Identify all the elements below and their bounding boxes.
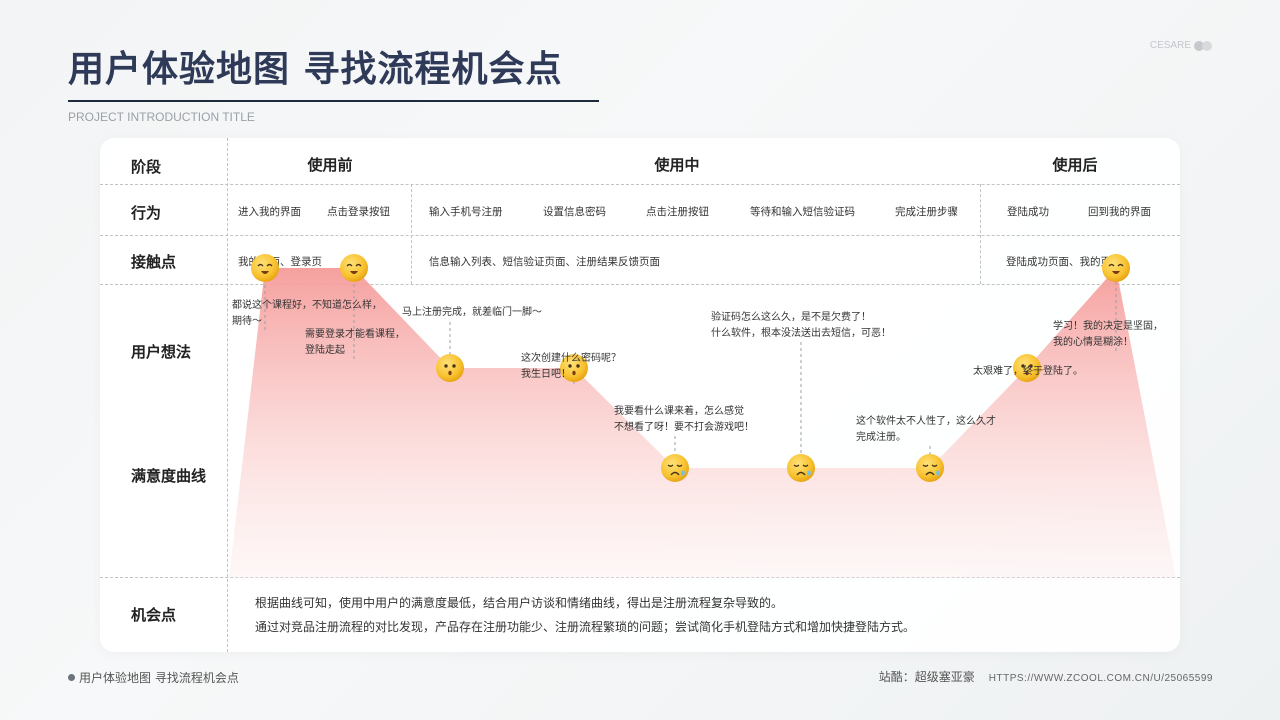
action-item: 点击注册按钮	[646, 206, 709, 218]
emoji-feature	[576, 364, 580, 368]
emoji-neutral-icon	[1013, 354, 1041, 382]
emoji-feature	[1117, 263, 1124, 267]
emoji-feature	[676, 464, 683, 467]
stage-after: 使用后	[1052, 156, 1098, 174]
emoji-feature	[931, 464, 938, 467]
emoji-feature	[350, 271, 358, 274]
grid-line	[100, 184, 1180, 185]
grid-line	[100, 235, 1180, 236]
emoji-sad-icon	[787, 454, 815, 482]
page-title: 用户体验地图 寻找流程机会点	[68, 49, 563, 90]
emoji-feature	[1025, 370, 1029, 376]
row-label-action: 行为	[131, 204, 162, 222]
emoji-feature	[1112, 271, 1120, 274]
emoji-feature	[807, 470, 811, 476]
emoji-feature	[346, 263, 353, 267]
page-subtitle: PROJECT INTRODUCTION TITLE	[68, 110, 255, 124]
grid-line	[980, 184, 981, 284]
thought-bubble: 需要登录才能看课程， 登陆走起	[305, 329, 405, 356]
emoji-feature	[448, 370, 452, 376]
row-label-stage: 阶段	[131, 158, 162, 176]
emoji-feature	[681, 470, 685, 476]
brand-mark: CESARE	[1150, 40, 1212, 51]
emoji-sad-icon	[661, 454, 689, 482]
emoji-feature	[802, 464, 809, 467]
row-label-touchpoint: 接触点	[131, 253, 177, 271]
stage-during: 使用中	[654, 156, 700, 174]
brand-dot-icon	[1194, 40, 1204, 51]
journey-map-card: 阶段 行为 接触点 用户想法 满意度曲线 机会点 使用前 使用中 使用后 进入我…	[100, 138, 1180, 652]
thought-bubble: 我要看什么课来着，怎么感觉 不想看了呀！要不打会游戏吧！	[614, 406, 754, 433]
emoji-feature	[572, 370, 576, 376]
emoji-feature	[922, 464, 929, 467]
footer-credit: 站酷：超级塞亚豪 HTTPS://WWW.ZCOOL.COM.CN/U/2506…	[879, 668, 1213, 685]
action-item: 登陆成功	[1007, 206, 1049, 218]
brand-dot-icon	[1202, 40, 1212, 51]
emoji-feature	[667, 464, 674, 467]
emoji-sad-icon	[916, 454, 944, 482]
thought-bubble: 马上注册完成，就差临门一脚～	[402, 307, 542, 318]
brand-label: CESARE	[1149, 40, 1191, 51]
emoji-feature	[452, 364, 456, 368]
row-label-thoughts: 用户想法	[131, 343, 192, 361]
thought-bubble: 验证码怎么这么久，是不是欠费了！ 什么软件，根本没法送出去短信，可恶！	[711, 312, 891, 339]
action-item: 输入手机号注册	[429, 206, 503, 218]
action-item: 进入我的界面	[238, 206, 301, 218]
emoji-happy-icon	[340, 254, 368, 282]
touchpoint-item: 登陆成功页面、我的页面	[1006, 256, 1122, 268]
thought-bubble: 都说这个课程好，不知道怎么样， 期待～	[232, 300, 382, 327]
thought-bubble: 太艰难了，终于登陆了。	[973, 366, 1083, 377]
touchpoint-item: 信息输入列表、短信验证页面、注册结果反馈页面	[429, 256, 660, 268]
row-label-satisfaction: 满意度曲线	[131, 467, 207, 485]
action-item: 点击登录按钮	[327, 206, 390, 218]
emoji-neutral-icon	[560, 354, 588, 382]
emoji-feature	[266, 263, 273, 267]
emoji-feature	[257, 263, 264, 267]
emoji-feature	[936, 470, 940, 476]
title-divider	[68, 100, 599, 102]
grid-line	[227, 138, 228, 652]
thought-bubble: 这次创建什么密码呢？ 我生日吧！	[521, 353, 621, 380]
emoji-feature	[925, 471, 935, 476]
emoji-feature	[796, 471, 806, 476]
thought-bubble: 这个软件太不人性了，这么久才 完成注册。	[856, 416, 996, 443]
action-item: 回到我的界面	[1088, 206, 1151, 218]
emoji-feature	[793, 464, 800, 467]
action-item: 完成注册步骤	[895, 206, 958, 218]
footer-url: HTTPS://WWW.ZCOOL.COM.CN/U/25065599	[988, 673, 1213, 684]
emoji-feature	[355, 263, 362, 267]
emoji-feature	[670, 471, 680, 476]
emoji-feature	[444, 364, 448, 368]
action-item: 设置信息密码	[543, 206, 606, 218]
satisfaction-area	[229, 268, 1176, 578]
opportunity-text: 根据曲线可知，使用中用户的满意度最低，结合用户访谈和情绪曲线，得出是注册流程复杂…	[255, 596, 784, 610]
emoji-feature	[568, 364, 572, 368]
satisfaction-curve-chart	[229, 254, 1176, 578]
emoji-feature	[1108, 263, 1115, 267]
emoji-happy-icon	[1102, 254, 1130, 282]
stage-before: 使用前	[307, 156, 353, 174]
emoji-feature	[261, 271, 269, 274]
thought-bubble: 学习！我的决定是坚固， 我的心情是糊涂！	[1053, 321, 1163, 348]
footer-site: 站酷：超级塞亚豪	[878, 670, 975, 684]
emoji-feature	[1021, 364, 1025, 368]
row-label-opportunity: 机会点	[131, 606, 177, 624]
grid-line	[100, 284, 1180, 285]
emoji-happy-icon	[251, 254, 279, 282]
opportunity-text: 通过对竞品注册流程的对比发现，产品存在注册功能少、注册流程繁琐的问题；尝试简化手…	[255, 620, 916, 634]
emoji-neutral-icon	[436, 354, 464, 382]
footer-caption: 用户体验地图 寻找流程机会点	[68, 669, 239, 686]
emoji-feature	[1029, 364, 1033, 368]
action-item: 等待和输入短信验证码	[750, 206, 855, 218]
bullet-icon	[68, 674, 75, 681]
grid-line	[411, 184, 412, 284]
